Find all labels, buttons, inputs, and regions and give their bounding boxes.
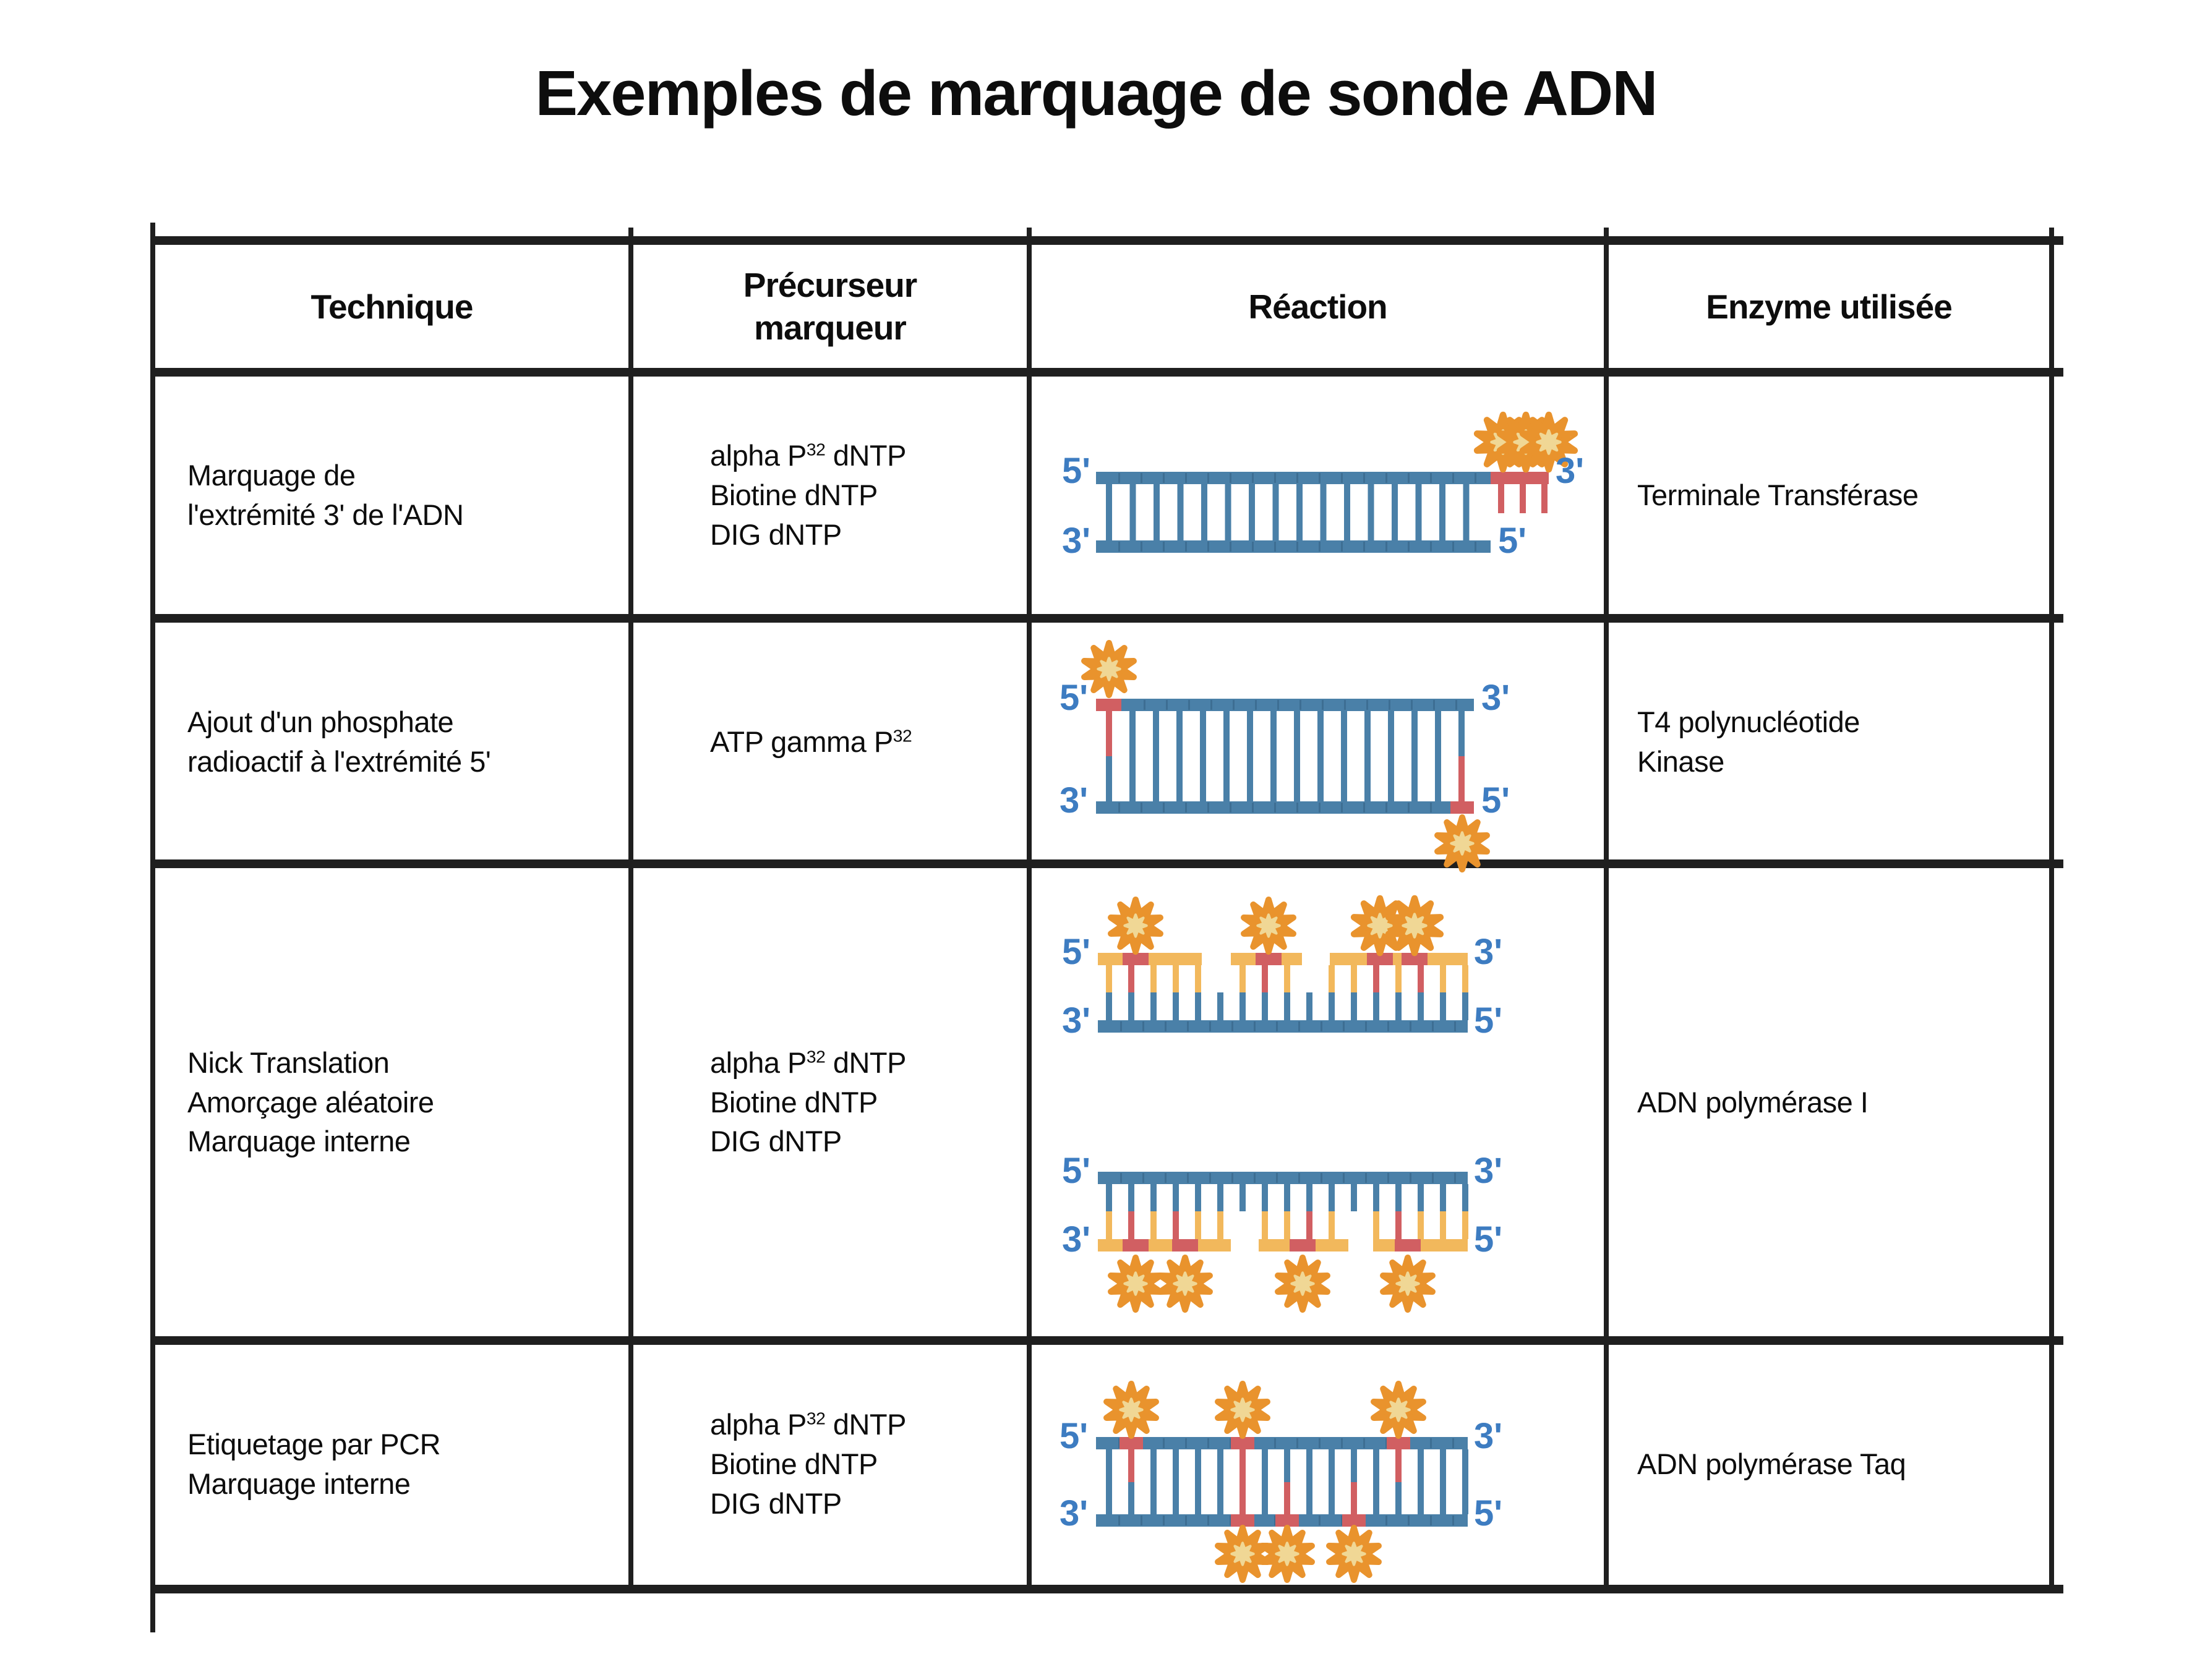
table-border-row1 [155,614,2063,623]
radioactive-label-star-icon [1103,1380,1159,1439]
table-border-bottom [155,1585,2063,1593]
table-border-top [155,236,2063,245]
cell-technique-row2: Ajout d'un phosphate radioactif à l'extr… [187,705,491,778]
radioactive-label-star-icon [1519,411,1578,473]
precursor-line: ATP gamma P32 [710,725,912,758]
radioactive-label-star-icon [1259,1524,1315,1584]
label-5prime-top-left: 5' [1062,1151,1090,1191]
precursor-line: alpha P32 dNTP [710,1408,906,1441]
precursor-line: DIG dNTP [710,1125,842,1158]
table-border-left [150,223,155,1632]
label-5prime-bottom-right: 5' [1481,780,1510,821]
cell-precursor-row4: alpha P32 dNTP Biotine dNTP DIG dNTP [636,1346,1022,1582]
reaction-diagram-3-end-labeling: 5' 3' 3' 5' [1062,411,1584,561]
cell-enzyme-row3: ADN polymérase I [1637,1085,1869,1119]
header-reaction: Réaction [1248,287,1387,326]
reaction-diagram-nick-translation-top: 5' 3' 3' 5' [1062,895,1502,1041]
precursor-line: DIG dNTP [710,518,842,551]
label-5prime-bottom-right: 5' [1474,1493,1502,1533]
label-3prime-bottom-left: 3' [1062,521,1090,561]
table-border-row2 [155,859,2063,868]
reaction-diagram-pcr-labeling: 5' 3' 3' 5' [1060,1380,1502,1584]
label-3prime-top-right: 3' [1556,451,1584,491]
precursor-line: Biotine dNTP [710,1085,878,1119]
cell-precursor-row1: alpha P32 dNTP Biotine dNTP DIG dNTP [636,378,1022,612]
label-3prime-top-right: 3' [1481,678,1510,718]
label-3prime-top-right: 3' [1474,1416,1502,1456]
label-5prime-bottom-right: 5' [1474,1000,1502,1041]
cell-precursor-row3: alpha P32 dNTP Biotine dNTP DIG dNTP [636,869,1022,1335]
table-border-header [155,368,2063,377]
radioactive-label-star-icon [1215,1380,1270,1439]
cell-technique-row3: Nick Translation Amorçage aléatoire Marq… [187,1046,434,1158]
reaction-diagram-nick-translation-bottom: 5' 3' 3' 5' [1062,1151,1502,1313]
label-3prime-bottom-left: 3' [1060,1493,1088,1533]
label-5prime-top-left: 5' [1060,1416,1088,1456]
table-border-row3 [155,1336,2063,1345]
radioactive-label-star-icon [1380,1254,1436,1313]
label-3prime-bottom-left: 3' [1062,1219,1090,1260]
precursor-line: DIG dNTP [710,1486,842,1520]
cell-enzyme-row1: Terminale Transférase [1637,479,1919,512]
cell-enzyme-row4: ADN polymérase Taq [1637,1448,1906,1481]
cell-technique-row4: Etiquetage par PCR Marquage interne [187,1428,441,1500]
table-border-right [2049,228,2054,1589]
label-5prime-bottom-right: 5' [1498,521,1526,561]
table-border-col1 [628,228,633,1589]
radioactive-label-star-icon [1108,1254,1163,1313]
reaction-diagram-5-phosphate-labeling: 5' 3' 3' 5' [1060,639,1510,873]
radioactive-label-star-icon [1350,895,1410,957]
radioactive-label-star-icon [1157,1254,1213,1313]
header-enzyme: Enzyme utilisée [1706,287,1953,326]
radioactive-label-star-icon [1108,896,1163,955]
label-5prime-top-left: 5' [1060,678,1088,718]
label-5prime-top-left: 5' [1062,451,1090,491]
radioactive-label-star-icon [1275,1254,1330,1313]
radioactive-label-star-icon [1215,1524,1270,1584]
radioactive-label-star-icon [1371,1380,1426,1439]
radioactive-label-star-icon [1241,896,1296,955]
cell-enzyme-row2: T4 polynucléotide Kinase [1637,705,1860,778]
label-3prime-top-right: 3' [1474,932,1502,972]
cell-precursor-row2: ATP gamma P32 [636,626,1022,858]
label-5prime-top-left: 5' [1062,932,1090,972]
precursor-line: Biotine dNTP [710,1448,878,1481]
precursor-line: alpha P32 dNTP [710,439,906,472]
radioactive-label-star-icon [1385,895,1444,957]
radioactive-label-star-icon [1081,639,1137,699]
header-technique: Technique [310,287,474,326]
label-3prime-bottom-left: 3' [1060,780,1088,821]
label-3prime-bottom-left: 3' [1062,1000,1090,1041]
label-5prime-bottom-right: 5' [1474,1219,1502,1260]
cell-technique-row1: Marquage de l'extrémité 3' de l'ADN [187,459,464,531]
precursor-line: alpha P32 dNTP [710,1046,906,1079]
radioactive-label-star-icon [1326,1524,1382,1584]
header-precurseur: Précurseur marqueur [743,266,917,347]
table-border-col3 [1604,228,1609,1589]
table-border-col2 [1027,228,1032,1589]
radioactive-label-star-icon [1434,814,1490,873]
label-3prime-top-right: 3' [1474,1151,1502,1191]
page-title: Exemples de marquage de sonde ADN [535,58,1658,129]
precursor-line: Biotine dNTP [710,479,878,512]
